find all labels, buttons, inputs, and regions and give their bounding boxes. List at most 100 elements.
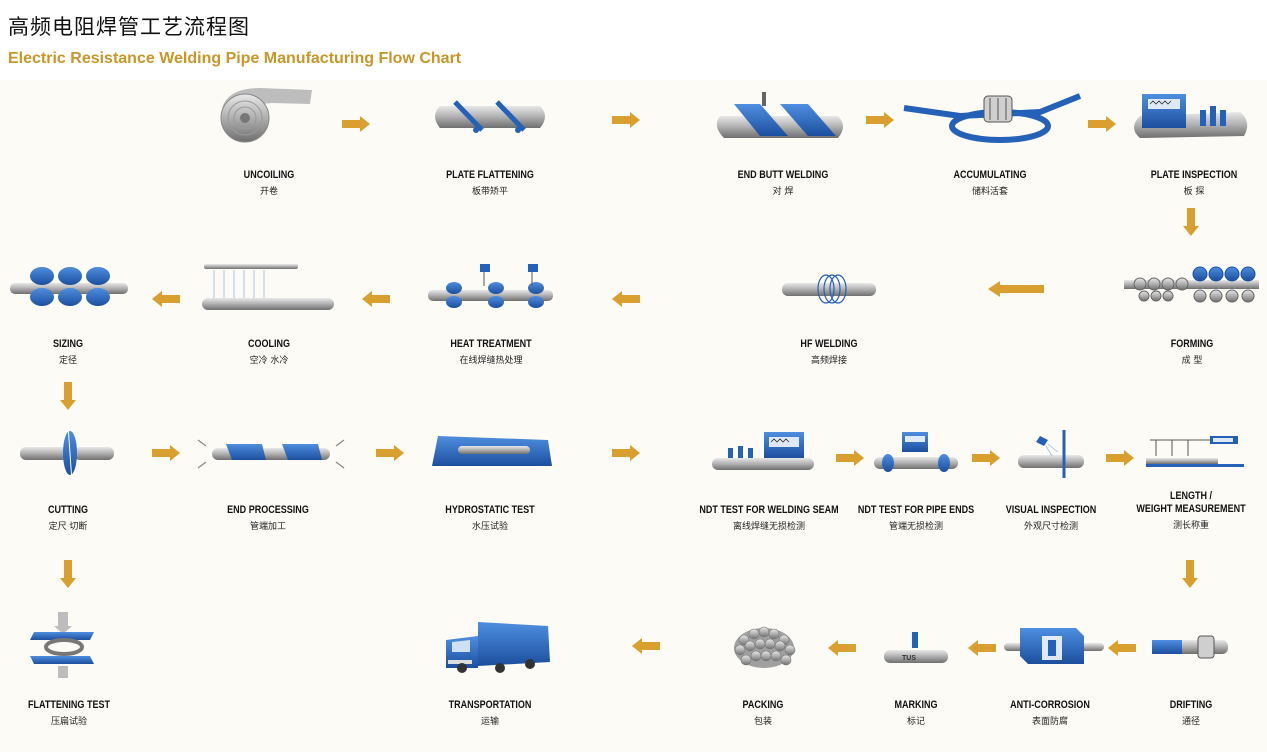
step-label-cn: 管端加工 xyxy=(249,522,286,532)
step-label-cn: 通径 xyxy=(1181,717,1200,727)
step-drifting: DRIFTING 通径 xyxy=(1111,699,1267,727)
step-plate-flattening: PLATE FLATTENING 板带矫平 xyxy=(410,169,570,197)
step-label-cn: 表面防腐 xyxy=(1031,717,1068,727)
marking-stamp-text: TUS xyxy=(902,655,916,662)
step-ndt-welding-seam: NDT TEST FOR WELDING SEAM 离线焊缝无损检测 xyxy=(684,504,854,532)
step-ndt-pipe-ends: NDT TEST FOR PIPE ENDS 管端无损检测 xyxy=(836,504,996,532)
marking-illustration xyxy=(884,632,948,663)
plate-flattening-illustration xyxy=(435,100,545,133)
arrow-down-icon xyxy=(60,560,76,588)
arrow-right-icon xyxy=(342,116,370,132)
step-forming: FORMING 成 型 xyxy=(1112,338,1267,366)
arrow-right-icon xyxy=(376,445,404,461)
transportation-illustration xyxy=(446,622,550,673)
step-label-cn: 储料活套 xyxy=(971,187,1008,197)
step-label-en: LENGTH / xyxy=(1169,490,1213,502)
end-processing-illustration xyxy=(197,439,345,469)
step-label-en: FORMING xyxy=(1170,338,1214,350)
step-label-en: HYDROSTATIC TEST xyxy=(445,504,535,516)
step-transportation: TRANSPORTATION 运输 xyxy=(410,699,570,727)
step-label-en: END PROCESSING xyxy=(227,504,309,516)
hf-welding-illustration xyxy=(782,274,876,304)
flattening-test-illustration xyxy=(30,612,94,678)
step-label-en: HEAT TREATMENT xyxy=(450,338,532,350)
heat-treatment-illustration xyxy=(428,264,553,308)
step-label-cn: 高频焊接 xyxy=(810,356,847,366)
arrow-right-icon xyxy=(612,112,640,128)
step-label-en: UNCOILING xyxy=(243,169,295,181)
uncoiling-illustration xyxy=(220,88,312,143)
step-label-cn: 开卷 xyxy=(259,187,278,197)
sizing-illustration xyxy=(10,267,128,306)
accumulating-illustration xyxy=(903,93,1082,143)
arrow-right-icon xyxy=(612,445,640,461)
anti-corrosion-illustration xyxy=(1004,628,1104,664)
step-label-cn: 板带矫平 xyxy=(471,187,508,197)
page-title-en: Electric Resistance Welding Pipe Manufac… xyxy=(8,50,462,67)
end-butt-welding-illustration xyxy=(716,92,843,138)
ndt-seam-illustration xyxy=(712,432,814,470)
step-plate-inspection: PLATE INSPECTION 板 探 xyxy=(1114,169,1267,197)
step-label-en: CUTTING xyxy=(47,504,89,516)
hydrostatic-test-illustration xyxy=(432,436,552,466)
step-label-en: DRIFTING xyxy=(1169,699,1213,711)
step-label-cn: 在线焊缝热处理 xyxy=(459,356,523,366)
step-label-en: ACCUMULATING xyxy=(953,169,1027,181)
arrow-down-icon xyxy=(60,382,76,410)
step-label-en: HF WELDING xyxy=(800,338,858,350)
arrow-right-icon xyxy=(866,112,894,128)
step-label-en-line2: WEIGHT MEASUREMENT xyxy=(1136,503,1246,515)
step-uncoiling: UNCOILING 开卷 xyxy=(189,169,349,197)
step-label-en: VISUAL INSPECTION xyxy=(1005,504,1097,516)
step-label-en: NDT TEST FOR PIPE ENDS xyxy=(857,504,975,516)
step-cutting: CUTTING 定尺 切断 xyxy=(0,504,148,532)
arrow-right-icon xyxy=(972,450,1000,466)
arrow-left-icon xyxy=(362,291,390,307)
step-hf-welding: HF WELDING 高频焊接 xyxy=(749,338,909,366)
step-label-en: FLATTENING TEST xyxy=(27,699,110,711)
step-hydrostatic-test: HYDROSTATIC TEST 水压试验 xyxy=(410,504,570,532)
flow-chart-diagram: TUS xyxy=(10,88,1259,678)
arrow-down-icon xyxy=(1182,560,1198,588)
arrow-left-icon xyxy=(612,291,640,307)
step-label-en: PACKING xyxy=(742,699,784,711)
arrow-right-icon xyxy=(1088,116,1116,132)
arrow-right-icon xyxy=(836,450,864,466)
step-end-butt-welding: END BUTT WELDING 对 焊 xyxy=(703,169,863,197)
step-cooling: COOLING 空冷 水冷 xyxy=(189,338,349,366)
packing-illustration xyxy=(734,626,796,668)
step-label-cn: 成 型 xyxy=(1181,356,1203,366)
step-end-processing: END PROCESSING 管端加工 xyxy=(188,504,348,532)
arrow-left-icon xyxy=(1108,640,1136,656)
step-label-cn: 定径 xyxy=(58,356,77,366)
ndt-ends-illustration xyxy=(874,432,958,472)
step-label-cn: 空冷 水冷 xyxy=(249,356,289,366)
step-label-cn: 外观尺寸检测 xyxy=(1023,522,1078,532)
arrow-left-icon xyxy=(988,281,1044,297)
cutting-illustration xyxy=(20,424,114,483)
step-label-cn: 压扁试验 xyxy=(50,717,87,727)
step-label-cn: 对 焊 xyxy=(772,187,794,197)
step-label-en: NDT TEST FOR WELDING SEAM xyxy=(699,504,839,516)
step-label-en: TRANSPORTATION xyxy=(448,699,532,711)
arrow-left-icon xyxy=(828,640,856,656)
arrow-left-icon xyxy=(152,291,180,307)
arrow-left-icon xyxy=(968,640,996,656)
step-label-en: PLATE FLATTENING xyxy=(446,169,534,181)
step-label-en: SIZING xyxy=(52,338,84,350)
step-label-en: ANTI-CORROSION xyxy=(1010,699,1090,711)
step-label-cn: 运输 xyxy=(480,717,499,727)
forming-illustration xyxy=(1124,266,1259,303)
step-label-cn: 管端无损检测 xyxy=(888,522,943,532)
arrow-down-icon xyxy=(1183,208,1199,236)
plate-inspection-illustration xyxy=(1134,94,1248,138)
cooling-illustration xyxy=(202,264,334,310)
length-weight-illustration xyxy=(1146,436,1244,467)
page-title-cn: 高频电阻焊管工艺流程图 xyxy=(8,15,250,39)
visual-inspection-illustration xyxy=(1018,430,1084,478)
step-visual-inspection: VISUAL INSPECTION 外观尺寸检测 xyxy=(971,504,1131,532)
step-label-en: END BUTT WELDING xyxy=(737,169,829,181)
flow-chart-canvas: TUS UNCOILING 开卷 PLATE FLATTENING 板带矫平 E… xyxy=(0,80,1267,752)
step-label-cn: 定尺 切断 xyxy=(48,522,88,532)
step-length-weight: LENGTH / WEIGHT MEASUREMENT 测长称重 xyxy=(1111,490,1267,531)
